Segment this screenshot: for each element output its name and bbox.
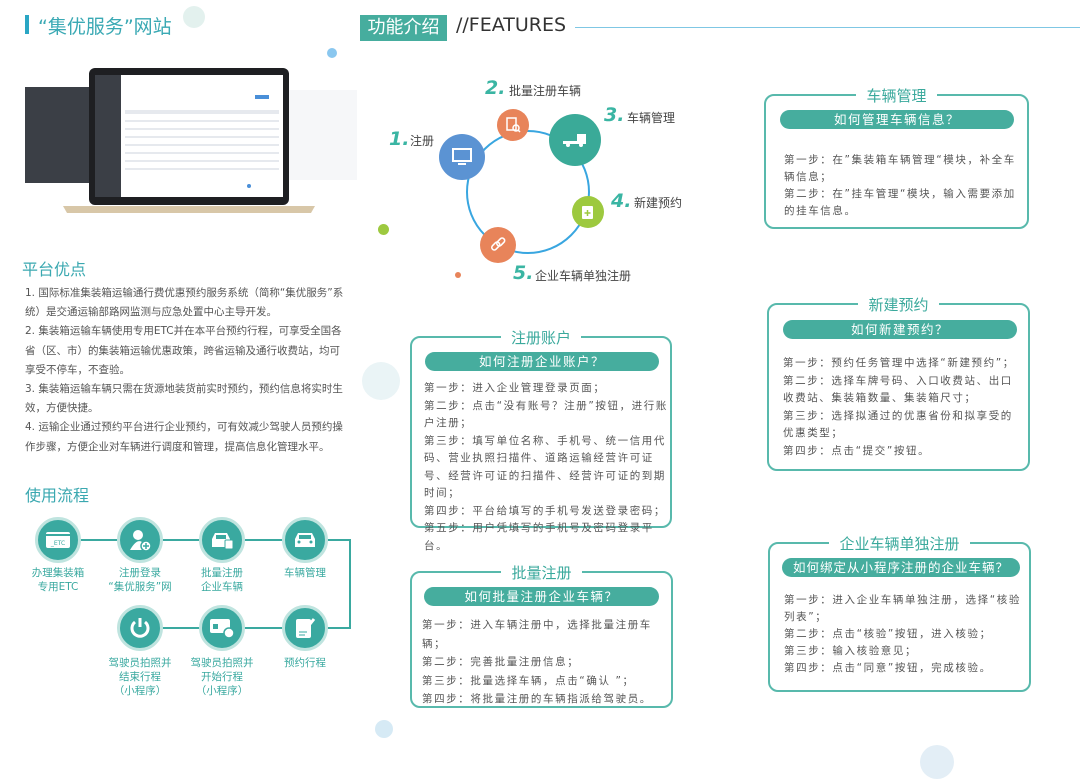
decor-bubble [327,48,337,58]
title-accent-bar [25,15,29,34]
decor-bubble [378,224,389,235]
card-step: 第五步：用户凭填写的手机号及密码登录平台。 [424,522,654,552]
advantage-item: 4. 运输企业通过预约平台进行企业预约，可有效减少驾驶人员预约操作步骤，方便企业… [25,421,343,453]
card-question: 如何绑定从小程序注册的企业车辆？ [782,558,1020,577]
features-en-label: //FEATURES [456,14,567,36]
card-batch-register: 批量注册 如何批量注册企业车辆？ 第一步：进入车辆注册中，选择批量注册车辆； 第… [410,564,673,708]
flow-title: 使用流程 [25,486,90,505]
cycle-label: 企业车辆单独注册 [535,269,632,283]
laptop-screenshot-image [25,68,357,213]
flow-step-label: 注册登录 “集优服务”网 [108,567,172,593]
card-step: 第四步：平台给填写的手机号发送登录密码； [424,504,666,517]
flow-step-label: 预约行程 [284,657,326,669]
cycle-label: 车辆管理 [627,111,676,125]
decor-bubble [183,6,205,28]
advantage-item: 2. 集装箱运输车辆使用专用ETC并在本平台预约行程，可享受全国各省（区、市）的… [25,325,342,376]
cycle-num: 5. [513,262,534,284]
card-step: 第二步：选择车牌号码、入口收费站、出口收费站、集装箱数量、集装箱尺寸； [783,374,1013,405]
user-add-icon [117,517,163,563]
truck-icon [549,114,601,166]
cycle-label: 批量注册车辆 [509,84,582,98]
flow-step-label: 办理集装箱 专用ETC [31,567,85,593]
cycle-label: 新建预约 [634,196,683,210]
card-title: 企业车辆单独注册 [829,535,970,553]
card-step: 第四步：将批量注册的车辆指派给驾驶员。 [422,693,652,705]
card-step: 第一步：在”集装箱车辆管理“模块，补全车辆信息； [784,154,1016,183]
card-question: 如何新建预约？ [783,320,1017,339]
svg-text:_ETC: _ETC [50,540,65,547]
advantage-item: 1. 国际标准集装箱运输通行费优惠预约服务系统（简称“集优服务”系统）是交通运输… [25,287,344,319]
decor-bubble [920,745,954,779]
cycle-ring [466,130,590,254]
link-icon [480,227,516,263]
card-title: 新建预约 [858,296,939,314]
flow-connector [140,627,350,629]
cycle-num: 1. [389,128,410,150]
card-vehicle-management: 车辆管理 如何管理车辆信息？ 第一步：在”集装箱车辆管理“模块，补全车辆信息； … [764,87,1029,229]
flow-step-label: 驾驶员拍照并 开始行程 （小程序） [190,657,254,697]
edit-doc-icon [282,605,328,651]
power-icon [117,605,163,651]
advantages-title: 平台优点 [22,260,87,279]
etc-card-icon: _ETC [35,517,81,563]
card-single-vehicle-register: 企业车辆单独注册 如何绑定从小程序注册的企业车辆？ 第一步：进入企业车辆单独注册… [768,535,1031,692]
card-title: 车辆管理 [856,87,937,105]
card-step: 第四步：点击“同意”按钮，完成核验。 [784,662,992,674]
advantage-item: 3. 集装箱运输车辆只需在货源地装货前实时预约，预约信息将实时生效，方便快捷。 [25,383,343,415]
car-doc-icon [199,517,245,563]
card-step: 第三步：输入核验意见； [784,645,918,657]
card-step: 第二步：完善批量注册信息； [422,656,580,668]
card-step: 第三步：填写单位名称、手机号、统一信用代码、营业执照扫描件、道路运输经营许可证号… [424,434,666,500]
card-question: 如何注册企业账户？ [425,352,659,371]
site-title: “集优服务”网站 [38,16,172,38]
car-icon [282,517,328,563]
cycle-num: 3. [604,104,625,126]
flow-step-label: 批量注册 企业车辆 [201,567,243,593]
card-title: 注册账户 [500,329,581,347]
add-note-icon [572,196,604,228]
header-divider [575,27,1080,28]
decor-bubble [455,272,461,278]
card-step: 第二步：点击“核验”按钮，进入核验； [784,628,992,640]
card-step: 第二步：在”挂车管理“模块，输入需要添加的挂车信息。 [784,188,1016,217]
card-step: 第三步：选择拟通过的优惠省份和拟享受的优惠类型； [783,409,1013,440]
card-question: 如何批量注册企业车辆？ [424,587,659,606]
flow-step-label: 车辆管理 [284,567,326,579]
cycle-label: 注册 [410,134,435,148]
cycle-num: 2. [485,77,506,99]
decor-bubble [375,720,393,738]
features-label: 功能介绍 [360,15,447,41]
id-card-clock-icon [199,605,245,651]
card-step: 第一步：预约任务管理中选择“新建预约”； [783,357,1015,369]
card-step: 第一步：进入企业车辆单独注册，选择“核验列表”； [784,594,1021,623]
doc-search-icon [497,109,529,141]
advantages-list: 1. 国际标准集装箱运输通行费优惠预约服务系统（简称“集优服务”系统）是交通运输… [25,284,345,457]
decor-bubble [362,362,400,400]
monitor-icon [439,134,485,180]
cycle-num: 4. [611,190,632,212]
card-new-booking: 新建预约 如何新建预约？ 第一步：预约任务管理中选择“新建预约”； 第二步：选择… [767,296,1030,471]
card-step: 第一步：进入企业管理登录页面； [424,382,606,394]
flow-step-label: 驾驶员拍照并 结束行程 （小程序） [108,657,172,697]
card-register-account: 注册账户 如何注册企业账户？ 第一步：进入企业管理登录页面； 第二步：点击“没有… [410,329,672,552]
card-title: 批量注册 [501,564,582,582]
card-step: 第二步：点击“没有账号？注册”按钮，进行账户注册； [424,399,668,430]
card-step: 第一步：进入车辆注册中，选择批量注册车辆； [422,619,652,650]
card-step: 第四步：点击“提交”按钮。 [783,444,931,457]
card-step: 第三步：批量选择车辆，点击“确认 ”； [422,674,635,687]
flow-connector [349,539,351,629]
card-question: 如何管理车辆信息？ [780,110,1014,129]
